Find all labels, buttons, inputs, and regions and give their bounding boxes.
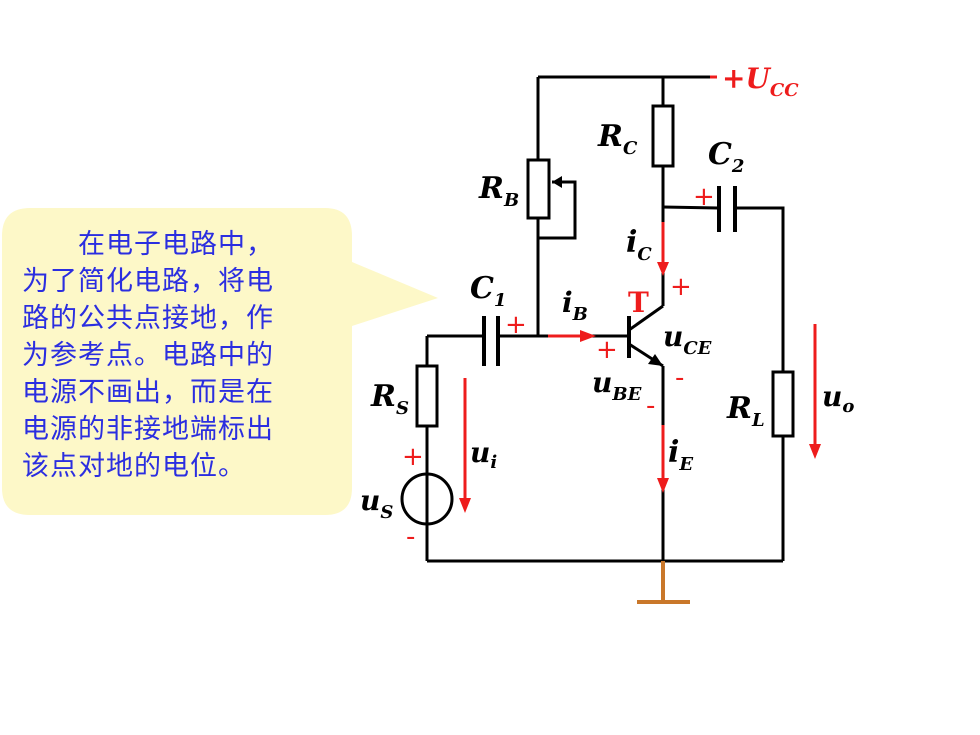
rb-label: RB xyxy=(478,171,519,211)
emitter-minus: - xyxy=(646,391,655,421)
capacitors xyxy=(482,186,737,366)
c2-left-wire xyxy=(662,205,719,210)
c1-plus: + xyxy=(505,310,527,340)
c2-right-wire xyxy=(737,206,785,372)
note-line: 电源的非接地端标出 xyxy=(22,414,274,445)
ie-label: iE xyxy=(668,435,693,475)
note-line: 为参考点。电路中的 xyxy=(22,340,274,371)
labels: +UCC RC C2 RB iC C1 iB T uCE uBE RS RL u… xyxy=(360,62,854,523)
c1-label: C1 xyxy=(470,271,506,311)
note-line: 路的公共点接地，作 xyxy=(22,303,274,334)
us-minus: - xyxy=(406,522,415,552)
ube-label: uBE xyxy=(592,366,642,405)
ucc-label: +UCC xyxy=(722,62,799,101)
arrows xyxy=(459,222,821,513)
c2-plus: + xyxy=(693,182,715,212)
rc-resistor xyxy=(651,104,675,168)
emitter-arrow-head xyxy=(648,354,663,366)
collector-minus: - xyxy=(675,363,684,393)
note-line: 该点对地的电位。 xyxy=(22,451,246,482)
rc-label: RC xyxy=(597,119,638,159)
transistor-collector xyxy=(628,304,664,332)
rs-resistor xyxy=(415,364,439,428)
note-line: 为了简化电路，将电 xyxy=(22,266,274,297)
ib-label: iB xyxy=(562,286,588,325)
uo-label: uo xyxy=(822,380,854,417)
rb-wiper-arrow xyxy=(552,176,562,188)
base-plus: + xyxy=(596,335,618,365)
rb-resistor xyxy=(526,158,551,220)
us-label: uS xyxy=(360,484,393,523)
uce-label: uCE xyxy=(663,320,712,359)
ground-symbol xyxy=(637,561,690,604)
ui-label: ui xyxy=(470,436,497,473)
callout-bubble xyxy=(2,208,438,515)
collector-plus: + xyxy=(670,272,692,302)
rl-resistor xyxy=(771,370,795,438)
transistor-label: T xyxy=(628,286,649,319)
c2-label: C2 xyxy=(708,137,744,177)
ic-label: iC xyxy=(626,225,652,265)
rs-label: RS xyxy=(370,379,409,419)
rb-wiper-wire xyxy=(538,180,577,240)
rl-label: RL xyxy=(726,391,765,431)
components xyxy=(415,104,795,438)
us-plus: + xyxy=(402,442,424,472)
note-line: 电源不画出，而是在 xyxy=(22,377,274,408)
callout-note: 在电子电路中， 为了简化电路，将电 路的公共点接地，作 为参考点。电路中的 电源… xyxy=(22,226,330,485)
polarity-signs: + + + + - - + - xyxy=(402,182,715,552)
note-line: 在电子电路中， xyxy=(22,229,274,260)
